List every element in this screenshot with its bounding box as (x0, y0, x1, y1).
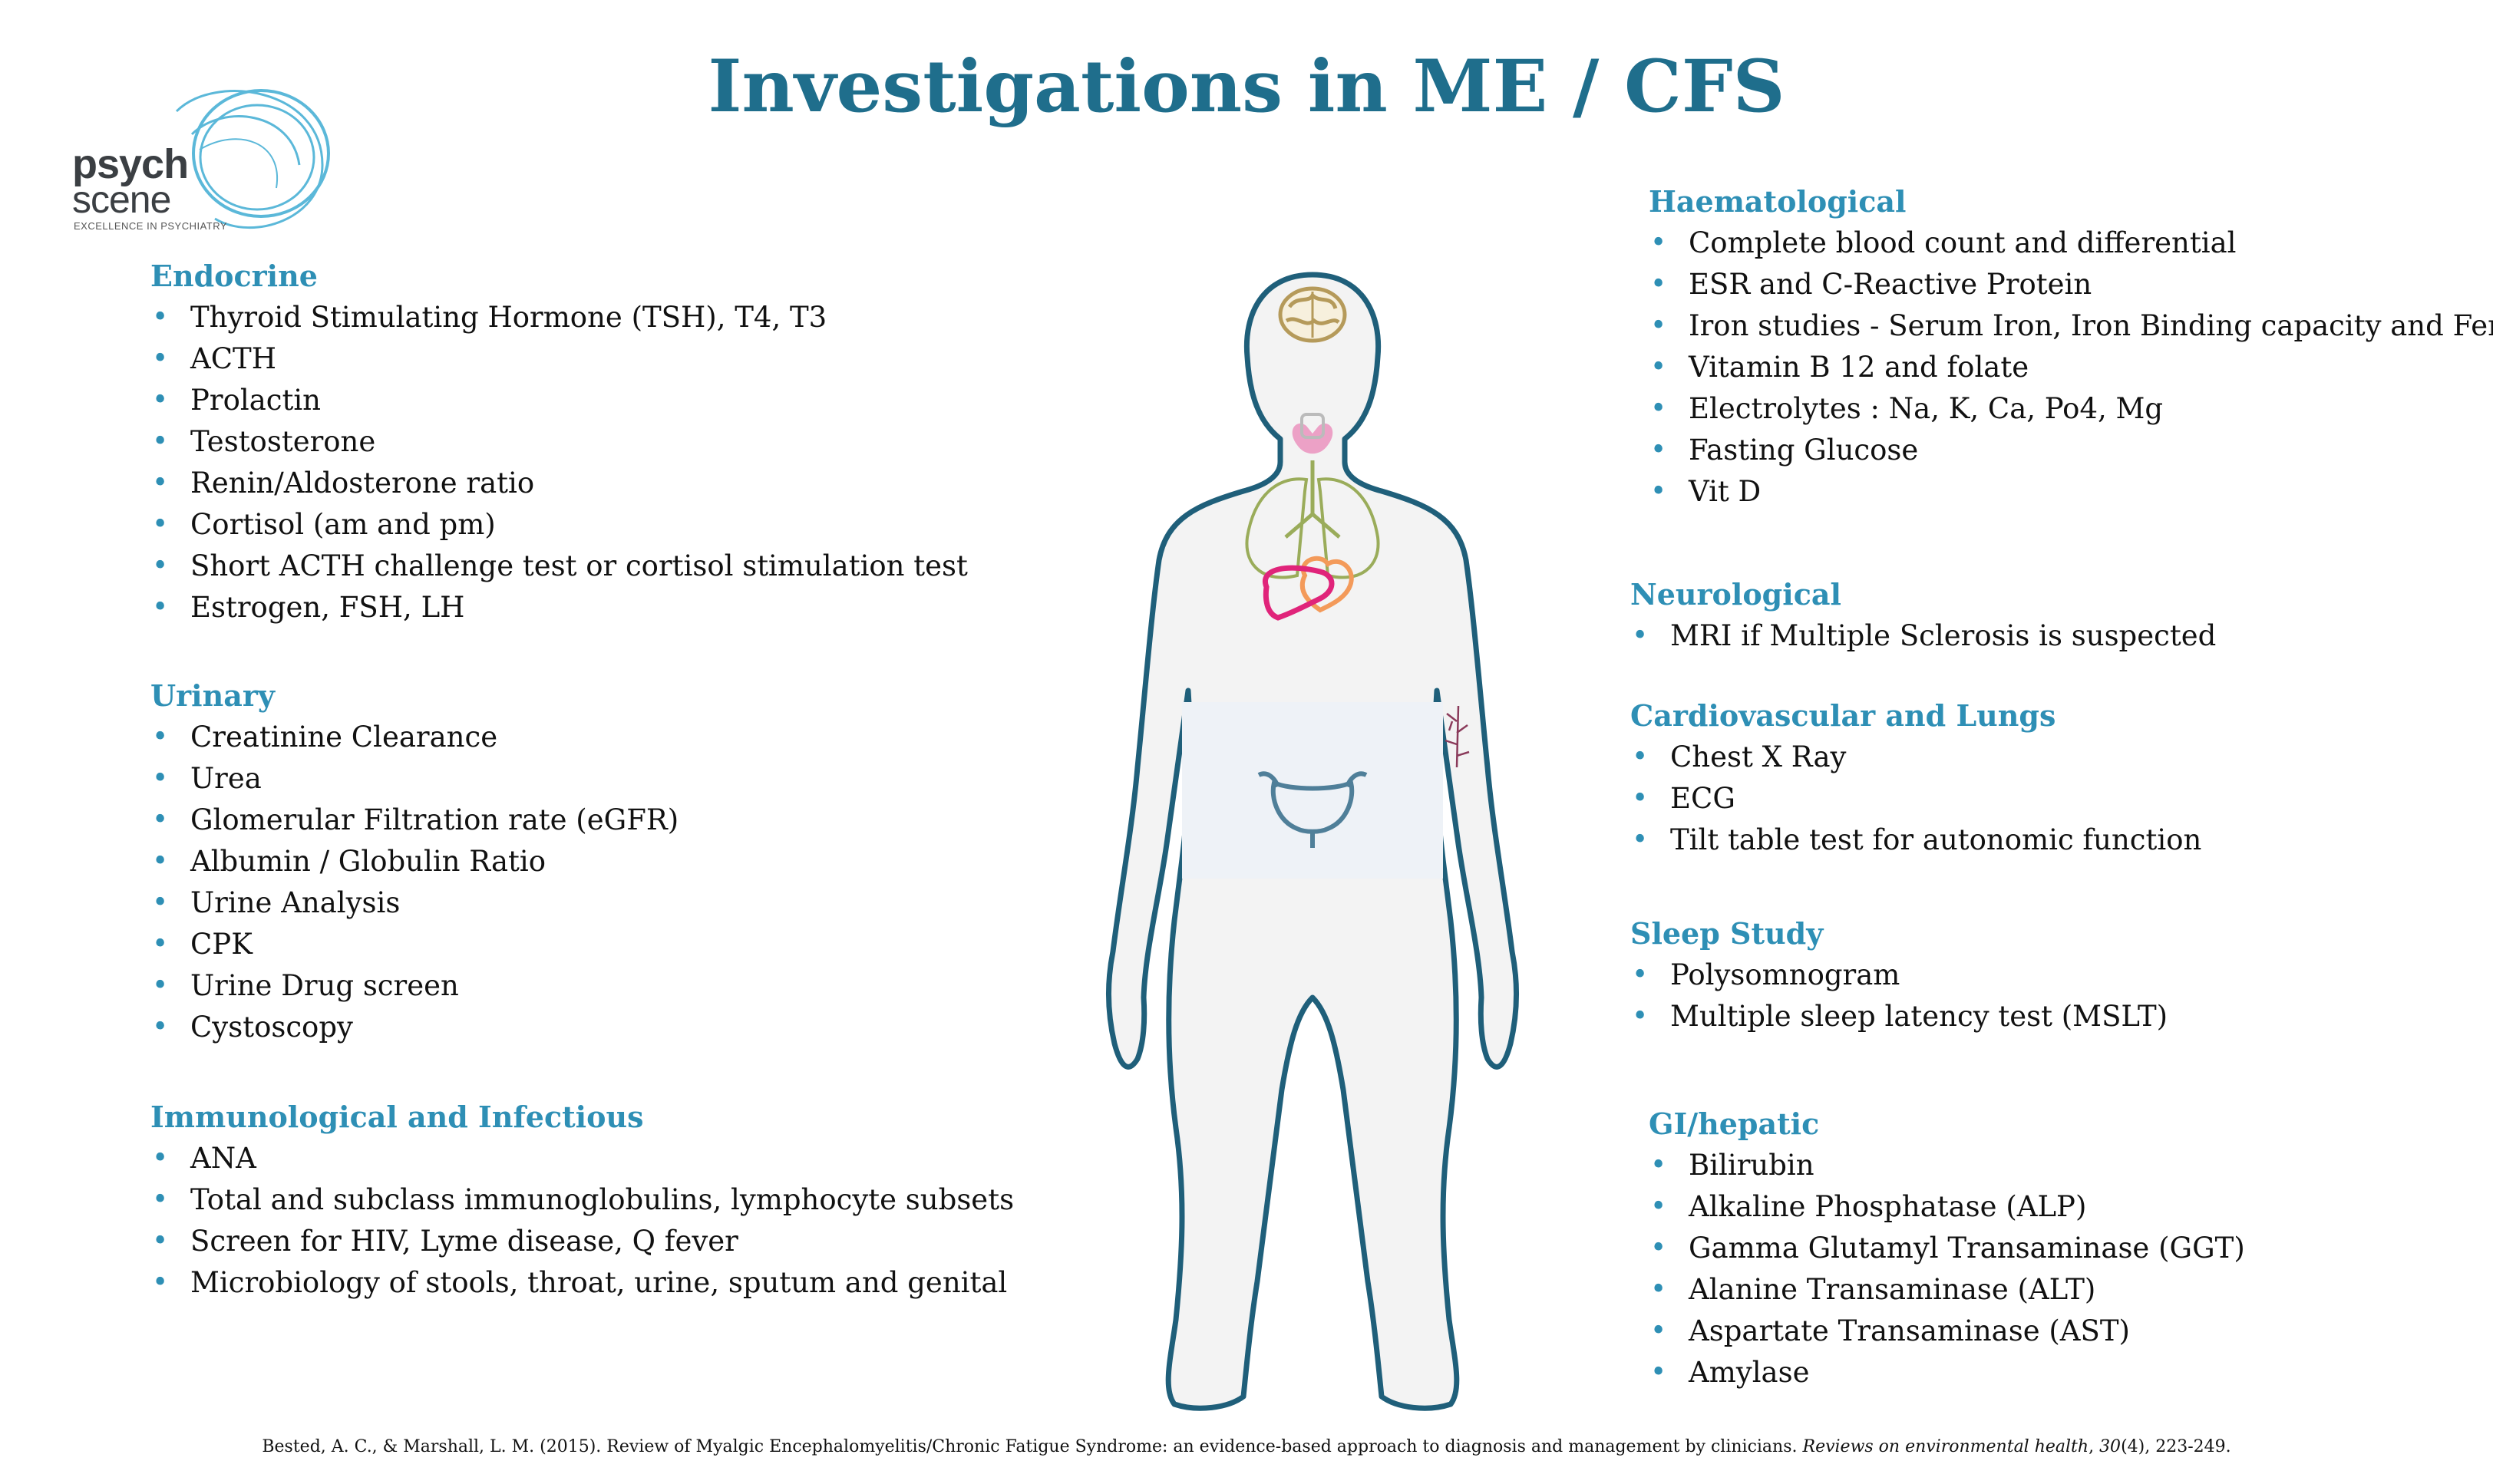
list-item: ECG (1630, 778, 2201, 819)
gi-section: GI/hepatic BilirubinAlkaline Phosphatase… (1649, 1103, 2245, 1393)
sleep-section: Sleep Study PolysomnogramMultiple sleep … (1630, 913, 2168, 1037)
cardiovascular-heading: Cardiovascular and Lungs (1630, 698, 2056, 733)
thyroid-icon (1292, 413, 1333, 454)
list-item: Microbiology of stools, throat, urine, s… (150, 1262, 1014, 1304)
list-item: Tilt table test for autonomic function (1630, 819, 2201, 861)
list-item: Thyroid Stimulating Hormone (TSH), T4, T… (150, 297, 968, 338)
list-item: MRI if Multiple Sclerosis is suspected (1630, 615, 2216, 657)
logo-word-psych: psych (72, 141, 189, 187)
neurological-heading: Neurological (1630, 577, 1841, 612)
cardiovascular-list: Chest X RayECGTilt table test for autono… (1630, 737, 2201, 861)
list-item: Prolactin (150, 380, 968, 421)
psych-scene-logo: psych scene EXCELLENCE IN PSYCHIATRY (61, 81, 330, 242)
list-item: Amylase (1649, 1352, 2245, 1393)
list-item: Estrogen, FSH, LH (150, 587, 968, 628)
list-item: Gamma Glutamyl Transaminase (GGT) (1649, 1228, 2245, 1269)
list-item: Electrolytes : Na, K, Ca, Po4, Mg (1649, 388, 2485, 430)
list-item: Cortisol (am and pm) (150, 504, 968, 546)
endocrine-list: Thyroid Stimulating Hormone (TSH), T4, T… (150, 297, 968, 628)
list-item: Vitamin B 12 and folate (1649, 347, 2485, 388)
list-item: Alanine Transaminase (ALT) (1649, 1269, 2245, 1311)
list-item: Urea (150, 758, 679, 800)
immunological-section: Immunological and Infectious ANATotal an… (150, 1097, 1014, 1304)
sleep-list: PolysomnogramMultiple sleep latency test… (1630, 955, 2168, 1037)
haematological-heading: Haematological (1649, 184, 1907, 219)
citation-text: Bested, A. C., & Marshall, L. M. (2015).… (262, 1437, 1798, 1456)
human-body-illustration (1090, 261, 1535, 1427)
list-item: Urine Analysis (150, 882, 679, 924)
citation-issue-pages: (4), 223-249. (2121, 1437, 2231, 1456)
urinary-section: Urinary Creatinine ClearanceUreaGlomerul… (150, 675, 679, 1048)
lungs-icon (1245, 460, 1380, 579)
immunological-list: ANATotal and subclass immunoglobulins, l… (150, 1138, 1014, 1304)
neurological-section: Neurological MRI if Multiple Sclerosis i… (1630, 574, 2216, 657)
list-item: Screen for HIV, Lyme disease, Q fever (150, 1221, 1014, 1262)
list-item: Vit D (1649, 471, 2485, 513)
endocrine-section: Endocrine Thyroid Stimulating Hormone (T… (150, 256, 968, 628)
urinary-heading: Urinary (150, 678, 275, 713)
haematological-list: Complete blood count and differentialESR… (1649, 223, 2493, 513)
urinary-list: Creatinine ClearanceUreaGlomerular Filtr… (150, 717, 679, 1048)
list-item: Glomerular Filtration rate (eGFR) (150, 800, 679, 841)
list-item: ESR and C-Reactive Protein (1649, 264, 2485, 305)
list-item: Iron studies - Serum Iron, Iron Binding … (1649, 305, 2493, 347)
list-item: Chest X Ray (1630, 737, 2201, 778)
neurological-list: MRI if Multiple Sclerosis is suspected (1630, 615, 2216, 657)
list-item: Creatinine Clearance (150, 717, 679, 758)
list-item: Albumin / Globulin Ratio (150, 841, 679, 882)
list-item: Polysomnogram (1630, 955, 2168, 996)
citation-volume: 30 (2099, 1437, 2122, 1456)
list-item: Short ACTH challenge test or cortisol st… (150, 546, 968, 587)
list-item: Alkaline Phosphatase (ALP) (1649, 1186, 2245, 1228)
list-item: Renin/Aldosterone ratio (150, 463, 968, 504)
gi-heading: GI/hepatic (1649, 1106, 1820, 1141)
endocrine-heading: Endocrine (150, 259, 318, 293)
immunological-heading: Immunological and Infectious (150, 1100, 644, 1134)
list-item: Testosterone (150, 421, 968, 463)
list-item: Fasting Glucose (1649, 430, 2485, 471)
cardiovascular-section: Cardiovascular and Lungs Chest X RayECGT… (1630, 695, 2201, 861)
list-item: ACTH (150, 338, 968, 380)
logo-word-scene: scene (72, 178, 171, 221)
page-title: Investigations in ME / CFS (708, 45, 1785, 129)
list-item: Multiple sleep latency test (MSLT) (1630, 996, 2168, 1037)
gi-list: BilirubinAlkaline Phosphatase (ALP)Gamma… (1649, 1145, 2245, 1393)
list-item: Aspartate Transaminase (AST) (1649, 1311, 2245, 1352)
list-item: Complete blood count and differential (1649, 223, 2485, 264)
list-item: CPK (150, 924, 679, 965)
list-item: Bilirubin (1649, 1145, 2245, 1186)
logo-swirl-icon (175, 89, 330, 229)
blood-vessel-icon (1445, 705, 1470, 768)
list-item: ANA (150, 1138, 1014, 1179)
logo-tagline: EXCELLENCE IN PSYCHIATRY (74, 220, 228, 232)
list-item: Urine Drug screen (150, 965, 679, 1007)
list-item: Cystoscopy (150, 1007, 679, 1048)
brain-icon (1278, 286, 1347, 343)
citation: Bested, A. C., & Marshall, L. M. (2015).… (262, 1437, 2231, 1456)
citation-journal: Reviews on environmental health (1802, 1437, 2089, 1456)
haematological-section: Haematological Complete blood count and … (1649, 181, 2493, 513)
list-item: Total and subclass immunoglobulins, lymp… (150, 1179, 1014, 1221)
sleep-heading: Sleep Study (1630, 916, 1824, 951)
body-outline-icon (1105, 272, 1520, 1411)
bladder-icon (1257, 771, 1368, 848)
liver-icon (1263, 565, 1335, 621)
